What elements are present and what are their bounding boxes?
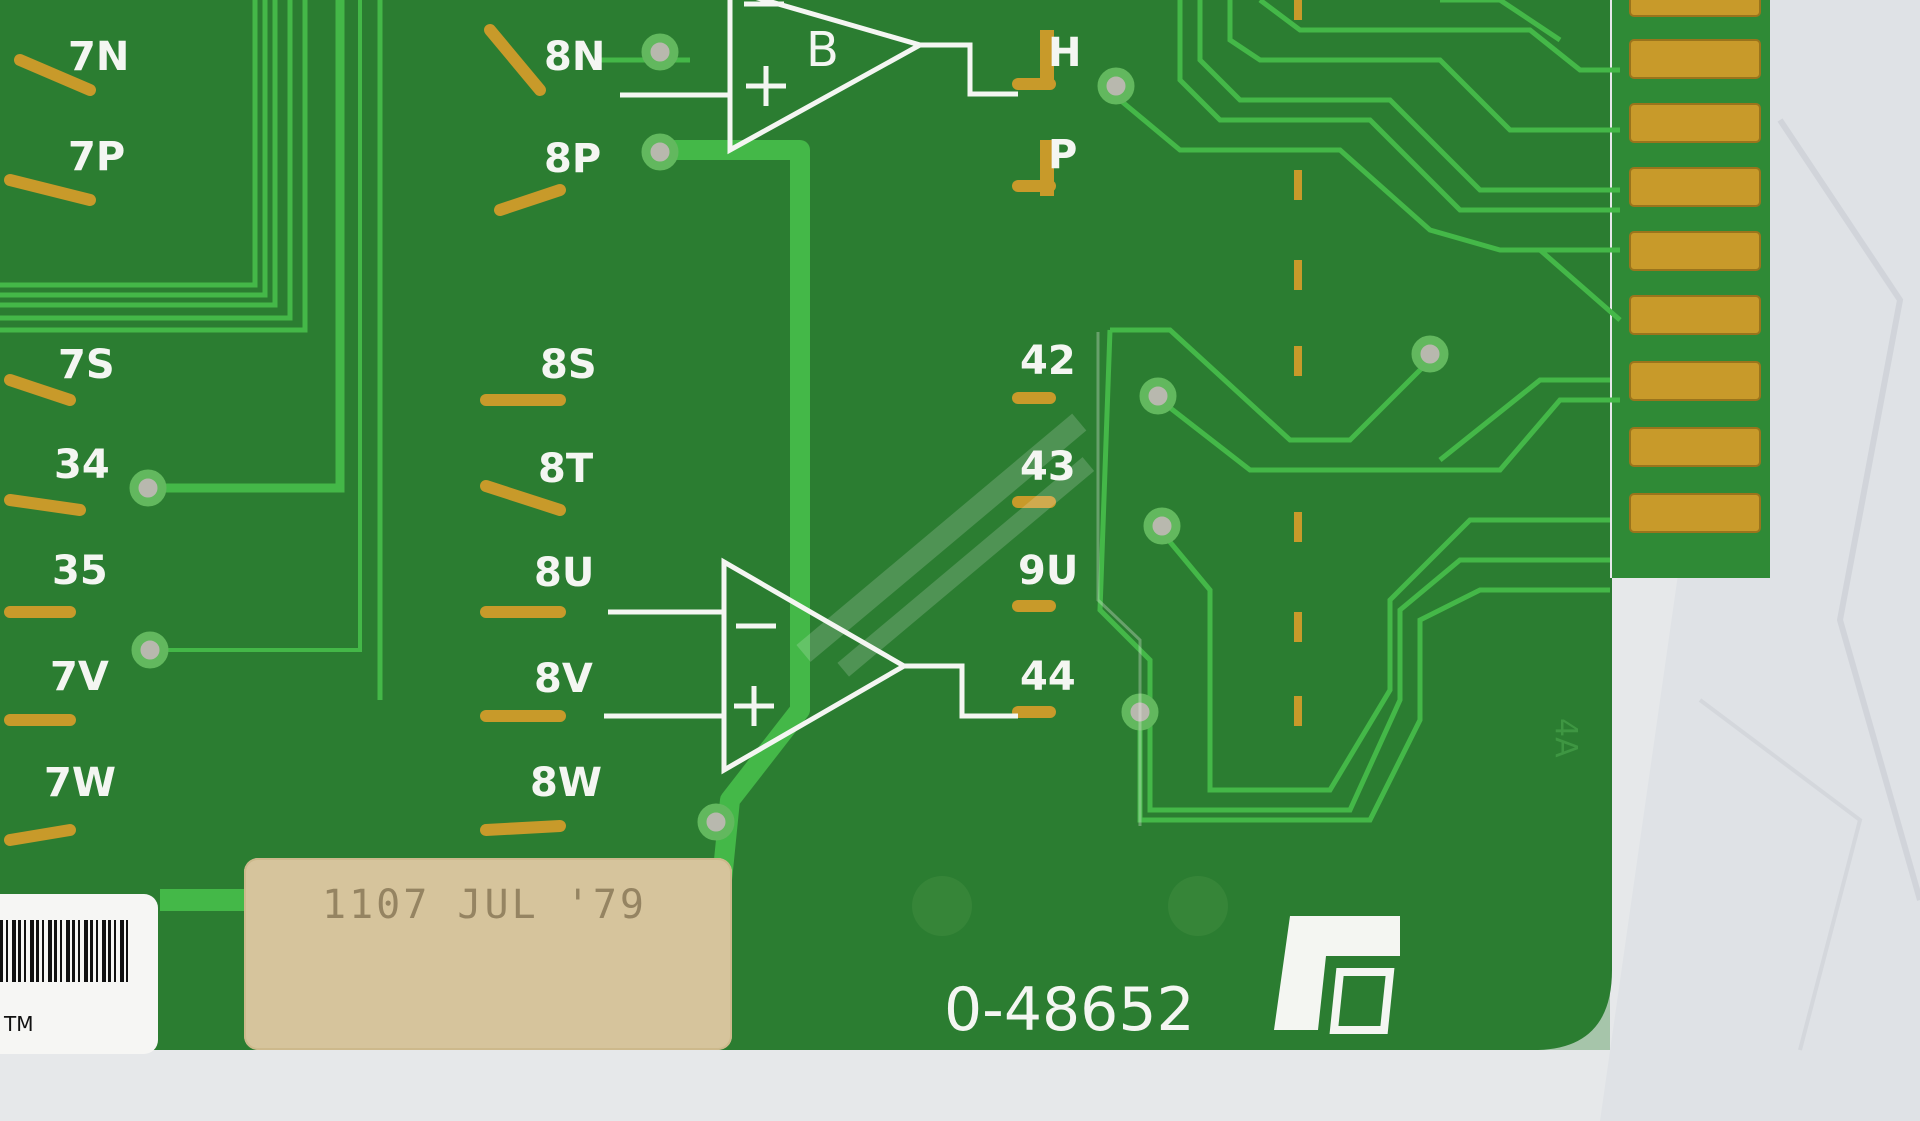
label-8w: 8W xyxy=(530,760,602,806)
label-34: 34 xyxy=(54,442,110,488)
label-8p: 8P xyxy=(544,136,601,182)
label-8t: 8T xyxy=(538,446,594,492)
watermark-icon xyxy=(796,413,1095,677)
manufacturer-logo-icon xyxy=(1274,916,1400,1034)
label-8u: 8U xyxy=(534,550,594,596)
label-7n: 7N xyxy=(68,34,129,80)
opamp-symbol-lower xyxy=(604,557,1018,775)
plated-vias xyxy=(129,33,1449,841)
label-35: 35 xyxy=(52,548,108,594)
label-43: 43 xyxy=(1020,444,1076,490)
label-8v: 8V xyxy=(534,656,593,702)
label-p-right: P xyxy=(1048,132,1077,178)
barcode-label: TM xyxy=(0,894,158,1054)
edge-connector-fingers xyxy=(1629,0,1761,533)
label-7s: 7S xyxy=(58,342,115,388)
label-8s: 8S xyxy=(540,342,597,388)
barcode-text: TM xyxy=(4,1012,34,1036)
label-42: 42 xyxy=(1020,338,1076,384)
lead-pads xyxy=(1040,0,1302,726)
barcode-icon xyxy=(0,920,128,982)
label-7p: 7P xyxy=(68,134,125,180)
label-9u: 9U xyxy=(1018,548,1078,594)
part-number: 0-48652 xyxy=(944,975,1195,1045)
label-7v: 7V xyxy=(50,654,109,700)
opamp-symbol-b xyxy=(620,0,1018,155)
edge-marking: 4A xyxy=(1548,718,1583,758)
label-44: 44 xyxy=(1020,654,1076,700)
date-stamp: 1107 JUL '79 xyxy=(322,882,647,928)
label-8n: 8N xyxy=(544,34,605,80)
component-leads xyxy=(4,24,1056,846)
label-7w: 7W xyxy=(44,760,116,806)
date-sticker: 1107 JUL '79 xyxy=(244,858,732,1050)
opamp-b-label: B xyxy=(806,22,839,78)
label-h: H xyxy=(1048,30,1081,76)
